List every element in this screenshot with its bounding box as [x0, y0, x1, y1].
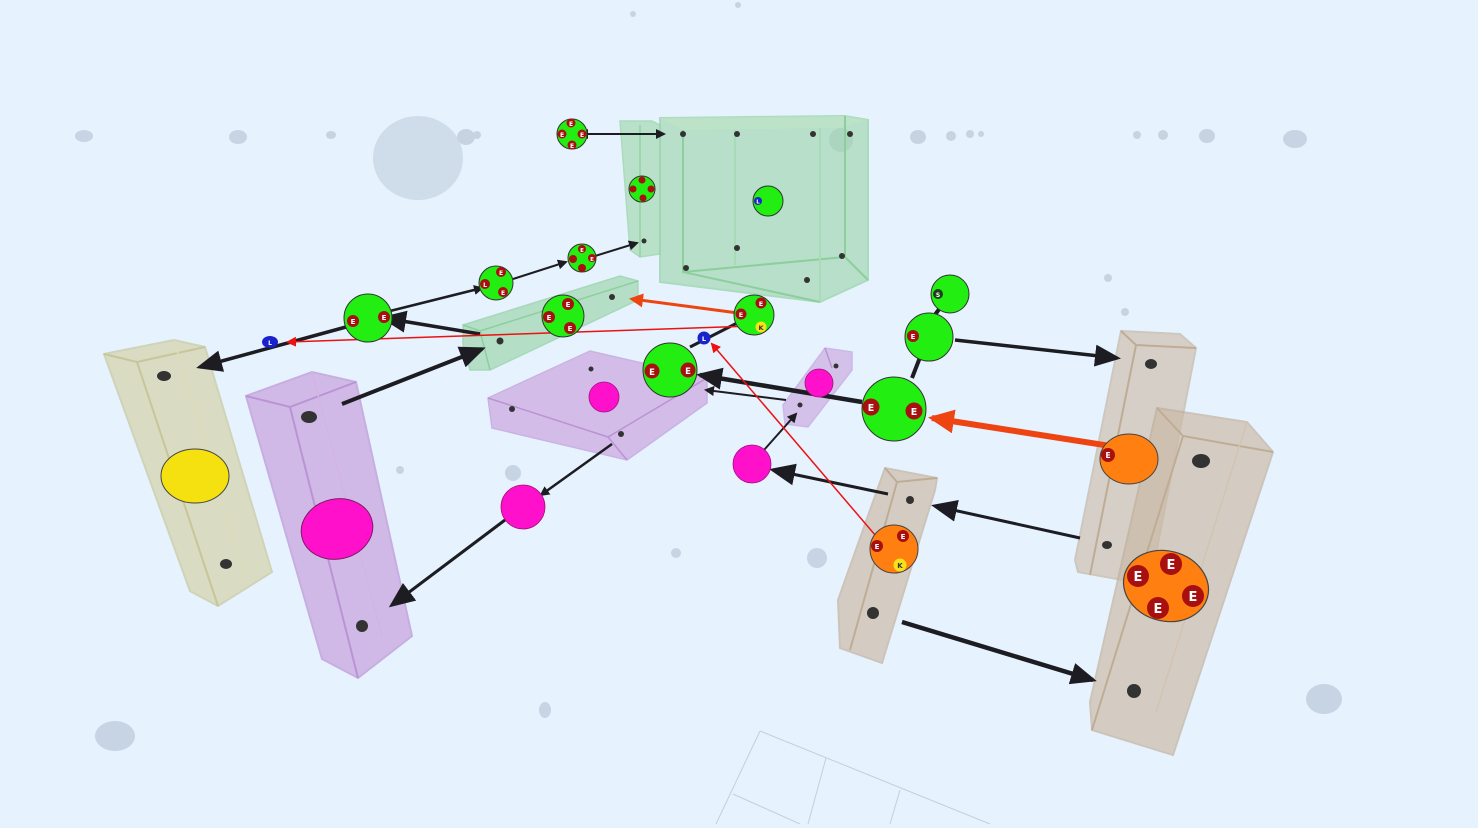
green-node-center[interactable]: E E — [642, 342, 698, 398]
e-badge-label: E — [580, 132, 584, 139]
e-badge-label: E — [1189, 590, 1198, 605]
e-badge-label: E — [382, 314, 387, 322]
l-badge-label: L — [702, 335, 706, 343]
l-badge-label: L — [756, 200, 760, 206]
e-badge-label: E — [1167, 558, 1176, 573]
e-badge-label: E — [1105, 451, 1110, 460]
green-node-s[interactable]: S — [930, 274, 970, 314]
orange-node-back-column[interactable]: E — [1099, 433, 1159, 485]
orange-node-small-column[interactable]: E E K — [869, 524, 919, 574]
e-badge-label: E — [739, 311, 743, 319]
green-node-right-middle[interactable]: E — [904, 312, 954, 362]
e-badge-label: E — [685, 367, 691, 377]
green-node-left[interactable]: E E — [343, 293, 393, 343]
green-node-left-upper[interactable]: E L E — [478, 265, 514, 301]
green-node-cube[interactable]: L — [752, 185, 784, 217]
green-node-bar[interactable]: E E E — [541, 294, 585, 338]
e-badge-label: E — [501, 290, 505, 297]
e-badge-label: E — [568, 325, 573, 333]
green-node-mid-upper[interactable]: E E — [567, 243, 597, 273]
magenta-node-center[interactable] — [732, 444, 772, 484]
e-badge-label: E — [560, 132, 564, 139]
e-badge-label: E — [566, 301, 571, 309]
l-badge-label: L — [483, 282, 487, 289]
e-badge-label: E — [901, 533, 906, 541]
floor-grid — [715, 730, 991, 825]
l-badge-label: L — [268, 340, 272, 347]
magenta-node-small-box[interactable] — [804, 368, 834, 398]
green-node-right-large[interactable]: E E — [861, 376, 927, 442]
e-badge-icon: E E E E — [557, 118, 587, 150]
e-badge-label: E — [875, 543, 880, 551]
e-badge-label: E — [868, 403, 875, 414]
e-badge-label: E — [1134, 570, 1143, 585]
green-node-center-upper[interactable]: E E K — [733, 294, 775, 336]
k-badge-label: K — [897, 562, 903, 570]
e-badge-label: E — [911, 407, 918, 418]
l-marker-icon: L — [262, 336, 278, 348]
green-node-top[interactable]: E E E E — [556, 118, 588, 151]
e-badge-label: E — [759, 300, 763, 308]
e-badge-label: E — [580, 248, 584, 254]
orange-node-front-column[interactable]: E E E E — [1115, 541, 1216, 631]
e-badge-label: E — [547, 314, 552, 322]
e-badge-label: E — [590, 257, 594, 263]
e-badge-label: E — [499, 270, 503, 277]
e-badge-label: E — [649, 368, 655, 378]
e-badge-label: E — [1154, 602, 1163, 617]
s-badge-label: S — [936, 292, 940, 299]
e-badge-label: E — [570, 143, 574, 150]
magenta-node-lower[interactable] — [500, 484, 546, 530]
l-marker-icon: L — [697, 331, 711, 345]
magenta-node-column[interactable] — [296, 492, 379, 566]
green-node-slab[interactable] — [628, 175, 656, 203]
e-badge-label: E — [569, 121, 573, 128]
yellow-node-column[interactable] — [160, 448, 230, 504]
e-badge-label: E — [911, 333, 916, 341]
k-badge-label: K — [758, 324, 764, 332]
connection-arrows — [196, 129, 1156, 685]
magenta-node-plate[interactable] — [588, 381, 620, 413]
e-badge-label: E — [351, 318, 356, 326]
